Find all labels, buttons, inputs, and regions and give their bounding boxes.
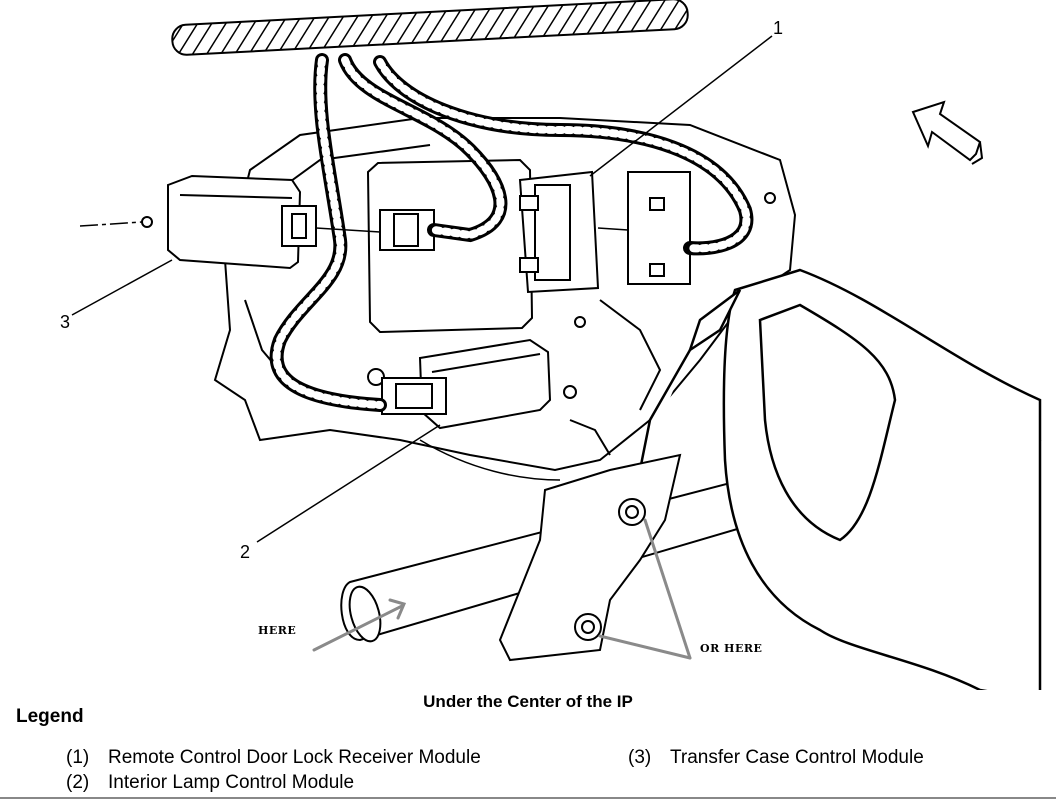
legend-item-2: (2) Interior Lamp Control Module <box>66 772 354 794</box>
legend-item-3: (3) Transfer Case Control Module <box>628 747 924 769</box>
callout-1: 1 <box>773 18 784 38</box>
callout-3: 3 <box>60 312 71 332</box>
legend-item-1: (1) Remote Control Door Lock Receiver Mod… <box>66 747 481 769</box>
transfer-case-control-module <box>141 174 317 270</box>
connector-lines <box>79 221 629 481</box>
legend-number: (1) <box>66 747 90 768</box>
remote-door-lock-receiver-module <box>366 158 691 334</box>
callout-leaders <box>71 35 773 543</box>
legend-label: Transfer Case Control Module <box>670 747 924 768</box>
forward-direction-arrow <box>911 100 984 165</box>
top-wire-harness <box>171 0 689 56</box>
legend-number: (3) <box>628 747 652 768</box>
column-support-bracket <box>498 453 682 662</box>
legend-number: (2) <box>66 772 90 793</box>
bottom-divider <box>0 797 1056 799</box>
note-here: HERE <box>258 624 297 637</box>
ip-center-diagram <box>71 0 1042 690</box>
harness-branch-inner <box>272 56 751 409</box>
note-or-here: OR HERE <box>700 642 763 655</box>
annotation-arrows <box>312 518 692 660</box>
diagram-caption: Under the Center of the IP <box>423 692 633 711</box>
callout-2: 2 <box>240 542 251 562</box>
legend-label: Interior Lamp Control Module <box>108 772 355 793</box>
steering-column-shroud <box>638 268 1042 690</box>
interior-lamp-control-module <box>381 338 552 430</box>
legend-label: Remote Control Door Lock Receiver Module <box>108 747 481 768</box>
legend-title: Legend <box>16 706 84 727</box>
